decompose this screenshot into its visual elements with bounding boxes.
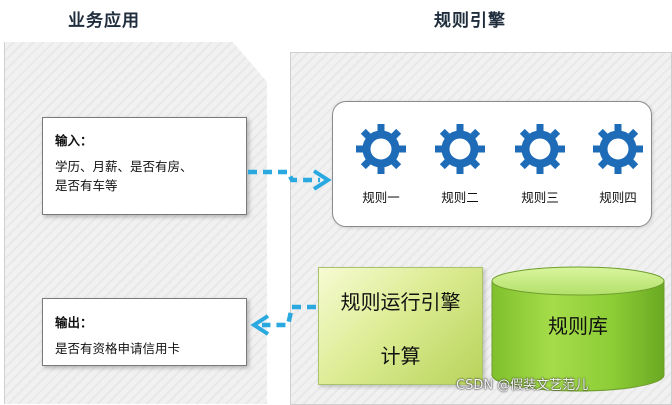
output-line-1: 是否有资格申请信用卡 [55, 341, 181, 356]
input-box: 输入： 学历、月薪、是否有房、 是否有车等 [42, 117, 247, 215]
engine-label-line-1: 规则运行引擎 [340, 290, 461, 314]
watermark: CSDN @假装文艺范儿 [456, 378, 589, 393]
rules-container: 规则一 规则二 规则三 规则四 [332, 101, 652, 227]
rule-4-label: 规则四 [599, 190, 637, 205]
business-app-title: 业务应用 [68, 11, 140, 31]
input-line-2: 是否有车等 [55, 178, 118, 193]
gear-icon [356, 124, 406, 174]
arrowhead-left [250, 314, 270, 336]
rule-1: 规则一 [348, 122, 414, 206]
rule-engine-title: 规则引擎 [434, 11, 506, 31]
gear-icon [593, 124, 643, 174]
output-box: 输出： 是否有资格申请信用卡 [42, 298, 247, 366]
rule-3: 规则三 [507, 122, 573, 206]
rule-engine-compute-box: 规则运行引擎 计算 [318, 267, 483, 385]
input-to-rules-arrow [248, 169, 320, 183]
rulebase-cylinder [491, 266, 665, 392]
arrowhead-right [312, 169, 332, 191]
rule-4: 规则四 [585, 122, 651, 206]
rule-1-label: 规则一 [362, 190, 400, 205]
gear-icon [515, 124, 565, 174]
rulebase-label: 规则库 [548, 314, 608, 338]
rule-3-label: 规则三 [521, 190, 559, 205]
input-title: 输入： [55, 133, 93, 148]
rule-2-label: 规则二 [441, 190, 479, 205]
engine-to-output-arrow [262, 304, 316, 328]
gear-icon [435, 124, 485, 174]
rule-2: 规则二 [427, 122, 493, 206]
output-title: 输出： [55, 315, 93, 330]
input-line-1: 学历、月薪、是否有房、 [55, 159, 193, 174]
engine-label-line-2: 计算 [380, 344, 421, 368]
